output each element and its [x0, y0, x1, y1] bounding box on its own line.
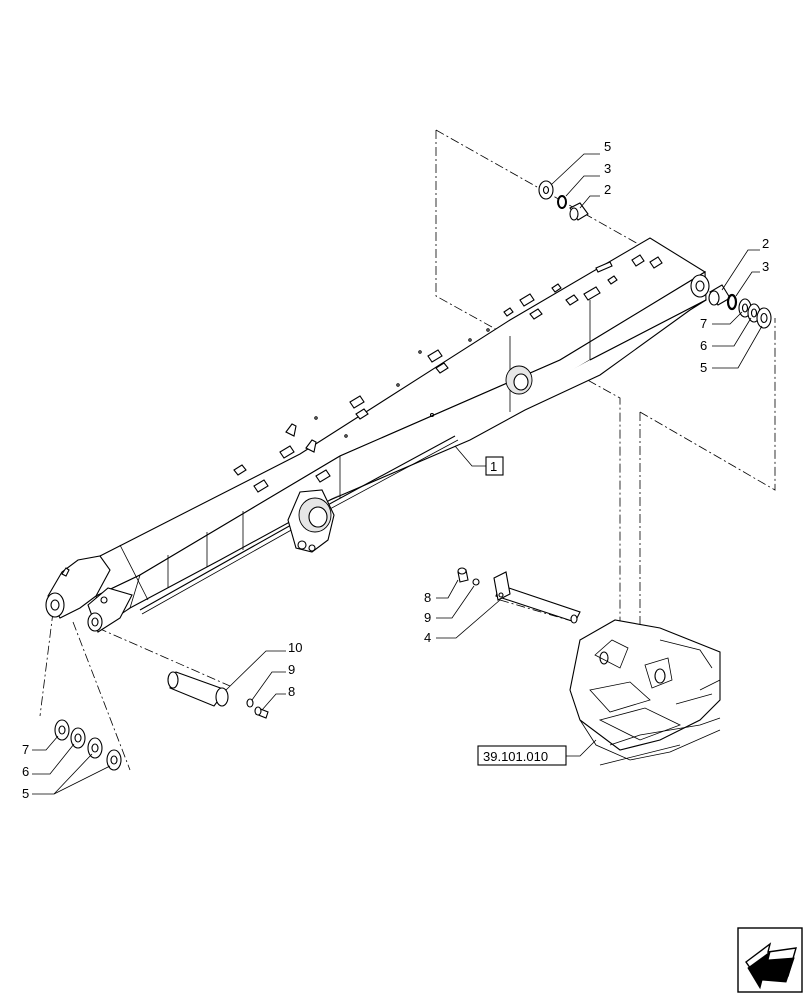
part-1-label: 1 — [490, 459, 497, 474]
callout-3-right: 3 — [762, 259, 769, 274]
right-pin-parts — [708, 284, 772, 329]
callout-labels: 5 3 2 2 3 7 6 5 8 9 4 10 9 8 7 6 5 — [22, 139, 769, 801]
ring-3-right — [726, 293, 738, 311]
callout-9-pin4: 9 — [424, 610, 431, 625]
callout-2-top: 2 — [604, 182, 611, 197]
pipe-clamps — [61, 254, 663, 577]
reference-label-box[interactable]: 39.101.010 — [477, 745, 567, 766]
callout-5-top: 5 — [604, 139, 611, 154]
callout-10: 10 — [288, 640, 302, 655]
callout-6-right: 6 — [700, 338, 707, 353]
washer-5-left-b — [106, 749, 122, 771]
pin-10-set — [167, 671, 269, 719]
phantom-lines — [39, 129, 776, 771]
reference-label: 39.101.010 — [483, 749, 548, 764]
washer-5-top — [538, 180, 554, 200]
callout-3-top: 3 — [604, 161, 611, 176]
callout-4: 4 — [424, 630, 431, 645]
reference-chassis — [569, 619, 721, 766]
callout-8-pin4: 8 — [424, 590, 431, 605]
callout-7-right: 7 — [700, 316, 707, 331]
navigation-arrow-icon[interactable] — [737, 927, 803, 993]
callout-6-left: 6 — [22, 764, 29, 779]
callout-8-pin10: 8 — [288, 684, 295, 699]
callout-5-right: 5 — [700, 360, 707, 375]
top-pin-parts — [538, 180, 589, 221]
washer-9-pin10 — [246, 698, 254, 708]
bolt-holes — [314, 328, 490, 438]
washer-5-right — [756, 307, 772, 329]
shim-6-left — [70, 727, 86, 749]
boom-top-plate — [60, 237, 707, 597]
callout-5-left: 5 — [22, 786, 29, 801]
left-pin-parts — [54, 719, 122, 771]
pin-4-set — [457, 567, 581, 624]
callout-7-left: 7 — [22, 742, 29, 757]
shim-7-left — [54, 719, 70, 741]
ring-3-top — [557, 195, 567, 209]
callout-9-pin10: 9 — [288, 662, 295, 677]
callout-2-right: 2 — [762, 236, 769, 251]
washer-5-left-a — [87, 737, 103, 759]
washer-9-pin4 — [472, 578, 480, 586]
boom-assembly — [45, 237, 710, 633]
leader-lines — [32, 153, 763, 795]
boom-lower-belly — [329, 299, 707, 501]
part-1-label-box[interactable]: 1 — [485, 456, 504, 476]
